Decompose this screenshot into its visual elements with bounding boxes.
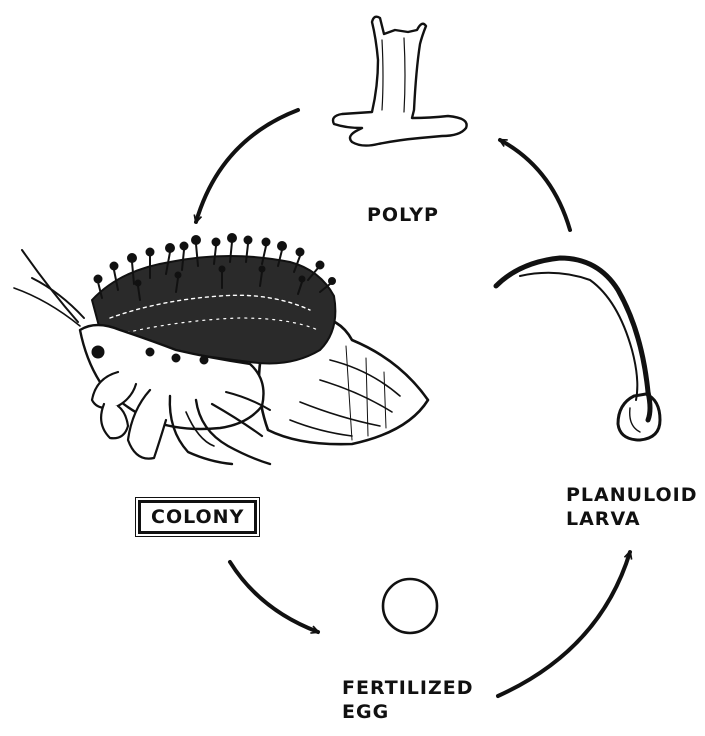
fertilized-egg-label-line-1: FERTILIZED <box>342 676 473 700</box>
planuloid-larva-label-line-1: PLANULOID <box>566 483 698 507</box>
planuloid-larva-illustration <box>496 258 660 440</box>
planuloid-larva-label: PLANULOID LARVA <box>566 483 698 531</box>
arrow-colony-to-egg <box>230 562 318 632</box>
planuloid-larva-label-line-2: LARVA <box>566 507 698 531</box>
fertilized-egg-label-line-2: EGG <box>342 700 473 724</box>
fertilized-egg-illustration <box>383 579 437 633</box>
polyp-label: POLYP <box>367 203 439 227</box>
arrow-larva-to-polyp <box>500 140 570 230</box>
fertilized-egg-label: FERTILIZED EGG <box>342 676 473 724</box>
arrow-polyp-to-colony <box>196 110 298 222</box>
polyp-illustration <box>333 17 467 146</box>
arrow-egg-to-larva <box>498 552 630 696</box>
colony-label: COLONY <box>138 500 257 534</box>
colony-illustration <box>14 234 428 464</box>
